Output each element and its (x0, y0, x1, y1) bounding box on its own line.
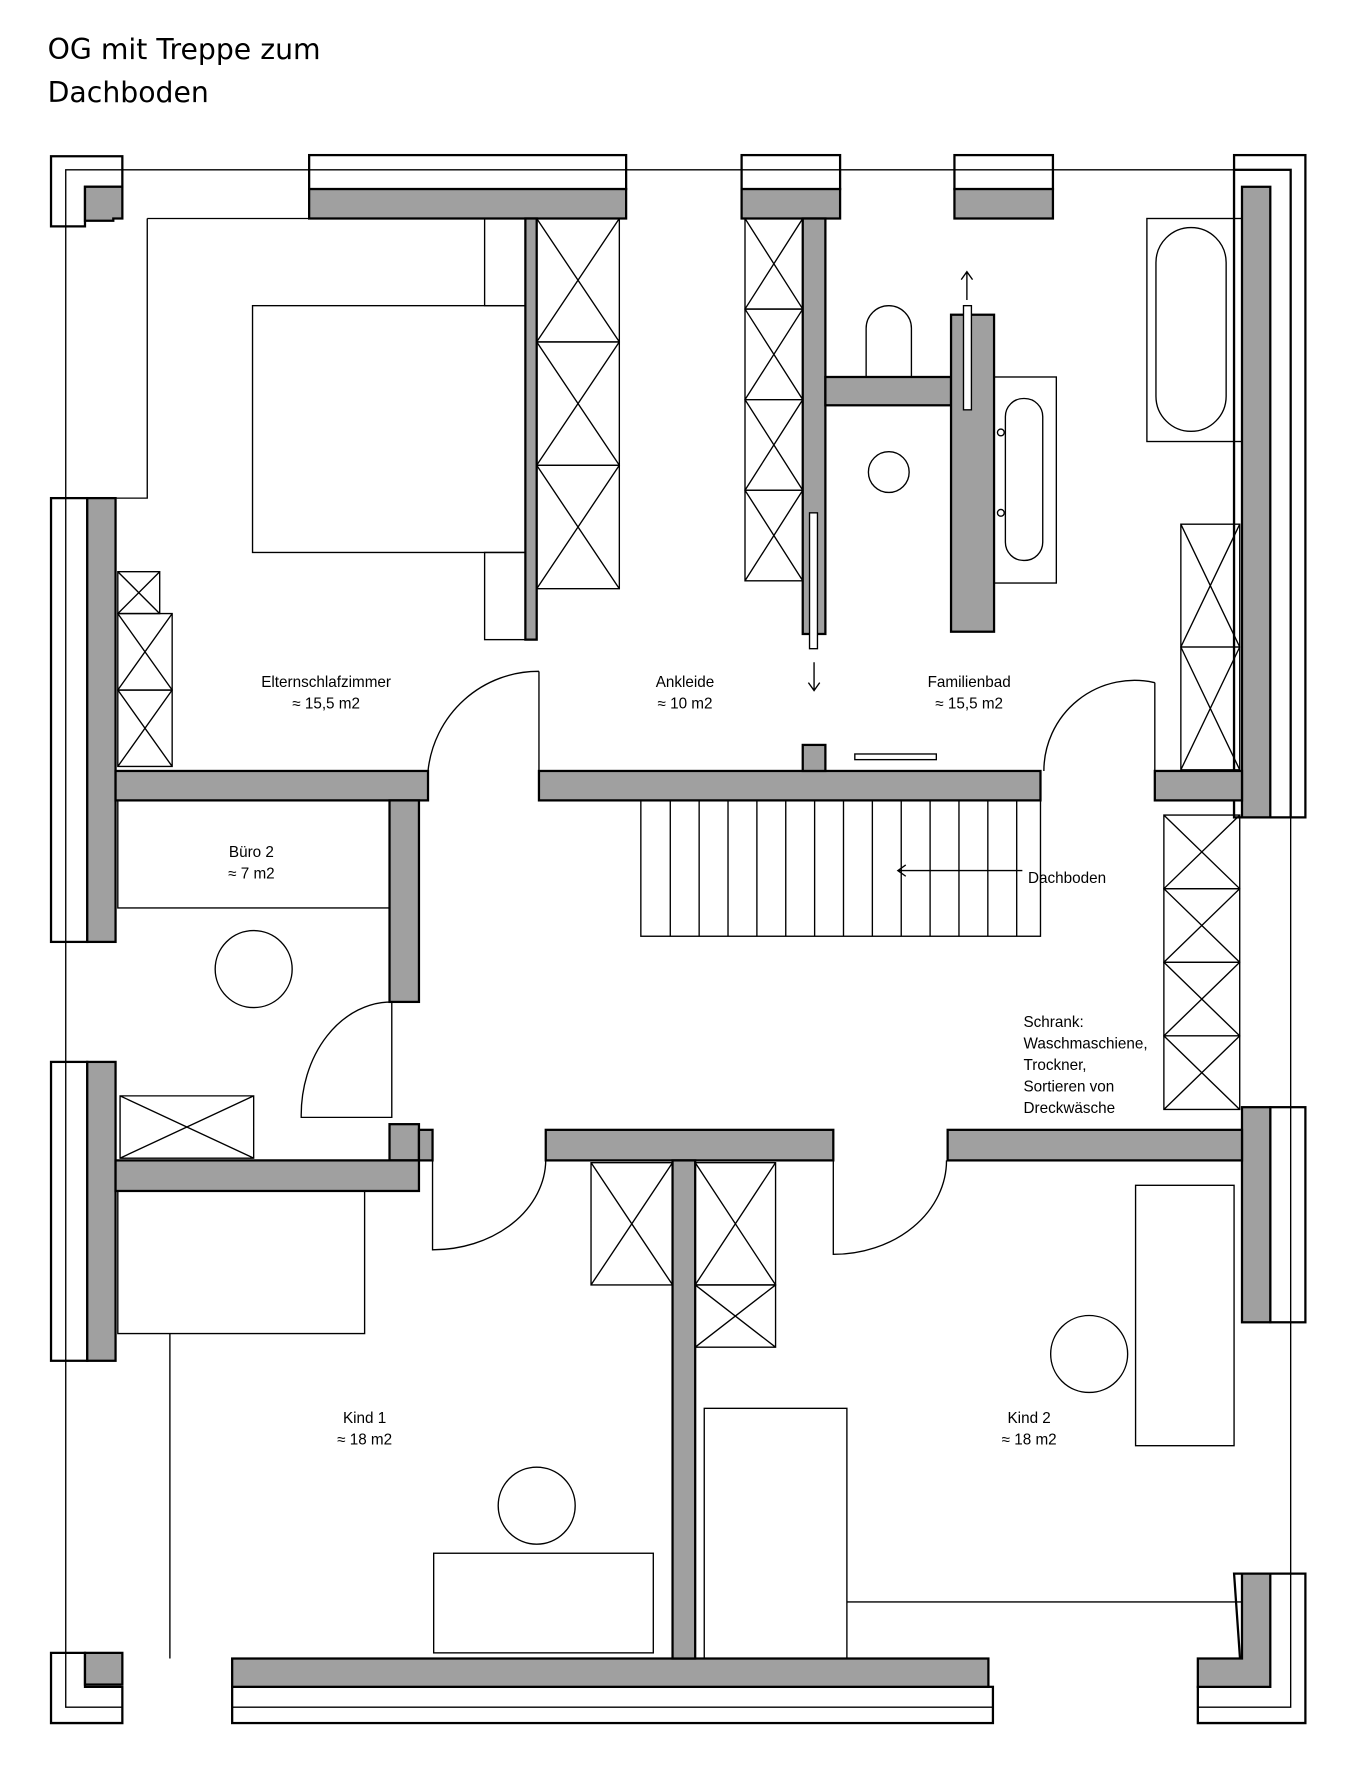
cabinet-note: Trockner, (1023, 1057, 1086, 1074)
chair (1049, 1314, 1129, 1394)
stair-arrow-icon (896, 864, 1023, 877)
wardrobe-unit (1163, 814, 1241, 890)
wardrobe-unit (1163, 961, 1241, 1037)
bathtub (1146, 217, 1243, 443)
wardrobe-unit (1180, 646, 1241, 771)
room-area: ≈ 15,5 m2 (292, 696, 360, 713)
wardrobe-unit (1163, 888, 1241, 963)
wardrobe-unit (536, 217, 621, 343)
staircase (640, 799, 1042, 937)
room-labels: Elternschlafzimmer ≈ 15,5 m2 Ankleide ≈ … (228, 674, 1148, 1448)
wardrobe-unit (536, 464, 621, 590)
room-area: ≈ 7 m2 (228, 866, 275, 883)
cabinet-note: Dreckwäsche (1023, 1100, 1115, 1117)
doors (300, 670, 1156, 1256)
desk (432, 1552, 654, 1654)
room-name: Büro 2 (229, 844, 274, 861)
chair (497, 1466, 576, 1545)
plan-title-line1: OG mit Treppe zum (48, 33, 321, 66)
room-area: ≈ 15,5 m2 (935, 696, 1003, 713)
wardrobe-unit (117, 612, 173, 691)
door-swing (832, 1160, 948, 1256)
wardrobe-unit (117, 689, 173, 768)
room-name: Kind 2 (1008, 1410, 1051, 1427)
furniture (117, 217, 1243, 1660)
wardrobe-unit (694, 1161, 777, 1286)
wardrobe-unit (744, 217, 804, 310)
desk (1134, 1184, 1235, 1447)
interior-walls (114, 217, 1244, 1660)
sink (1004, 397, 1044, 562)
cabinet-note: Schrank: (1023, 1014, 1083, 1031)
plan-title-line2: Dachboden (48, 76, 209, 109)
chair (214, 929, 293, 1009)
room-name: Familienbad (928, 674, 1011, 691)
room-area: ≈ 18 m2 (1002, 1432, 1057, 1449)
exterior-walls (49, 153, 1307, 1725)
wardrobe-unit (590, 1161, 674, 1286)
wardrobe-unit (117, 571, 161, 615)
door-swing (427, 670, 540, 772)
door-swing (1043, 679, 1156, 771)
cabinet-note: Waschmaschiene, (1023, 1035, 1147, 1052)
wardrobe-unit (744, 489, 804, 582)
room-name: Elternschlafzimmer (261, 674, 391, 691)
room-name: Kind 1 (343, 1410, 386, 1427)
desk (117, 799, 391, 909)
stair-label: Dachboden (1028, 870, 1106, 887)
nightstand (483, 551, 527, 641)
wardrobe-unit (1163, 1035, 1241, 1111)
bathtub-basin (1155, 226, 1227, 433)
wardrobe-unit (694, 1284, 777, 1348)
door-swing (431, 1160, 547, 1251)
door-swing (300, 1001, 393, 1119)
room-name: Ankleide (656, 674, 715, 691)
shower-drain (867, 451, 910, 494)
wardrobe-unit (536, 341, 621, 466)
cabinet-note: Sortieren von (1023, 1078, 1114, 1095)
wardrobe-unit (119, 1095, 255, 1159)
nightstand (483, 217, 527, 307)
wardrobe-unit (1180, 523, 1241, 648)
wardrobe (703, 1407, 848, 1660)
bed (251, 304, 527, 554)
toilet (865, 304, 913, 377)
vanity (993, 376, 1058, 584)
room-area: ≈ 18 m2 (337, 1432, 392, 1449)
room-area: ≈ 10 m2 (657, 696, 712, 713)
wardrobe-unit (744, 398, 804, 491)
wardrobes (117, 217, 1241, 1348)
wardrobe-unit (744, 308, 804, 401)
